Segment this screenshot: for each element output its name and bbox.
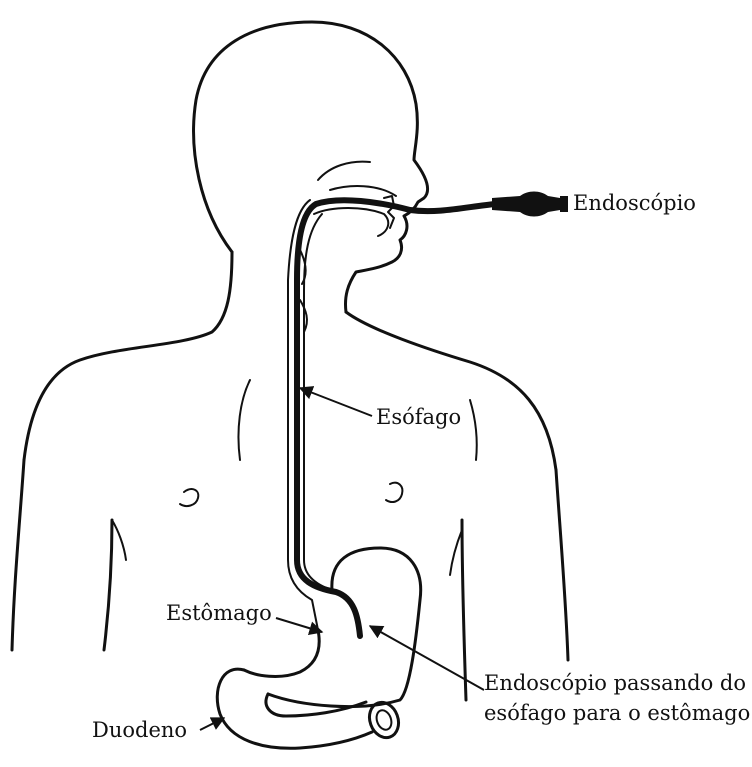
right-nipple <box>386 483 402 502</box>
chest-line-left <box>238 380 250 460</box>
labels: Endoscópio Esófago Estômago Duodeno Endo… <box>92 191 750 742</box>
esophagus-wall-right <box>304 214 332 590</box>
endoscope-label: Endoscópio <box>573 191 696 215</box>
stomach-label: Estômago <box>166 601 272 625</box>
endoscope-handle-tip <box>560 196 568 212</box>
tongue <box>314 208 388 236</box>
duodenum-opening-inner <box>374 708 394 732</box>
esophagus-label: Esófago <box>376 405 461 429</box>
right-torso-side <box>462 520 466 700</box>
right-arm-outer <box>556 470 568 660</box>
passage-label-line2: esófago para o estômago <box>484 701 750 725</box>
duodenum-leader <box>200 718 224 730</box>
stomach-duodenum <box>217 548 420 748</box>
left-torso-side <box>104 520 112 650</box>
nasal-passage <box>318 162 370 180</box>
left-nipple <box>180 489 198 506</box>
nipples <box>180 483 402 506</box>
left-arm-crease <box>112 520 126 560</box>
duodenum-label: Duodeno <box>92 718 187 742</box>
left-arm-outer <box>12 460 24 650</box>
pharynx-fold-2 <box>300 250 306 284</box>
chest-line-right <box>470 400 477 460</box>
right-arm-crease <box>450 530 462 575</box>
passage-leader <box>370 626 484 690</box>
stomach-outline <box>268 548 421 707</box>
palate <box>330 186 396 196</box>
esophagus-leader <box>300 388 372 416</box>
body-outline <box>12 22 568 700</box>
stomach-inner <box>244 630 319 676</box>
passage-label-line1: Endoscópio passando do <box>484 671 746 695</box>
left-neck-shoulder <box>24 252 232 460</box>
head-outline <box>194 22 428 312</box>
right-neck-shoulder <box>346 312 556 470</box>
endoscope-handle <box>492 192 560 217</box>
